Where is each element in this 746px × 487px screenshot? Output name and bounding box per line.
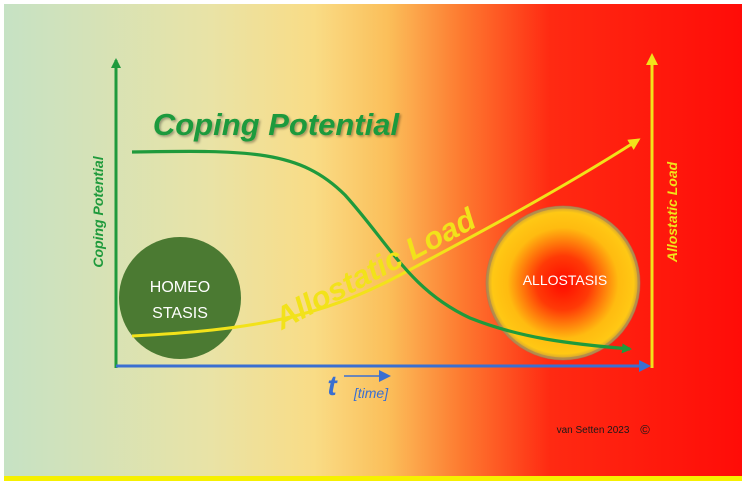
allostatic-load-curve [131, 138, 641, 338]
allostasis-label: ALLOSTASIS [523, 272, 608, 288]
allostasis-circle-rim [485, 205, 641, 361]
bottom-strip [4, 476, 742, 481]
homeostasis-label-line2: STASIS [152, 305, 208, 322]
left-axis-label: Coping Potential [90, 155, 106, 267]
allostasis-circle [486, 206, 640, 360]
credit-text: van Setten 2023 [557, 425, 630, 436]
coping-potential-curve [131, 149, 632, 354]
title: Coping Potential [153, 107, 401, 142]
homeostasis-label-line1: HOMEO [150, 279, 210, 296]
right-axis-label: Allostatic Load [664, 161, 680, 263]
homeostasis-circle [119, 237, 241, 359]
time-label: [time] [353, 385, 389, 401]
time-symbol: t [327, 370, 338, 401]
copyright-symbol: © [640, 422, 650, 437]
